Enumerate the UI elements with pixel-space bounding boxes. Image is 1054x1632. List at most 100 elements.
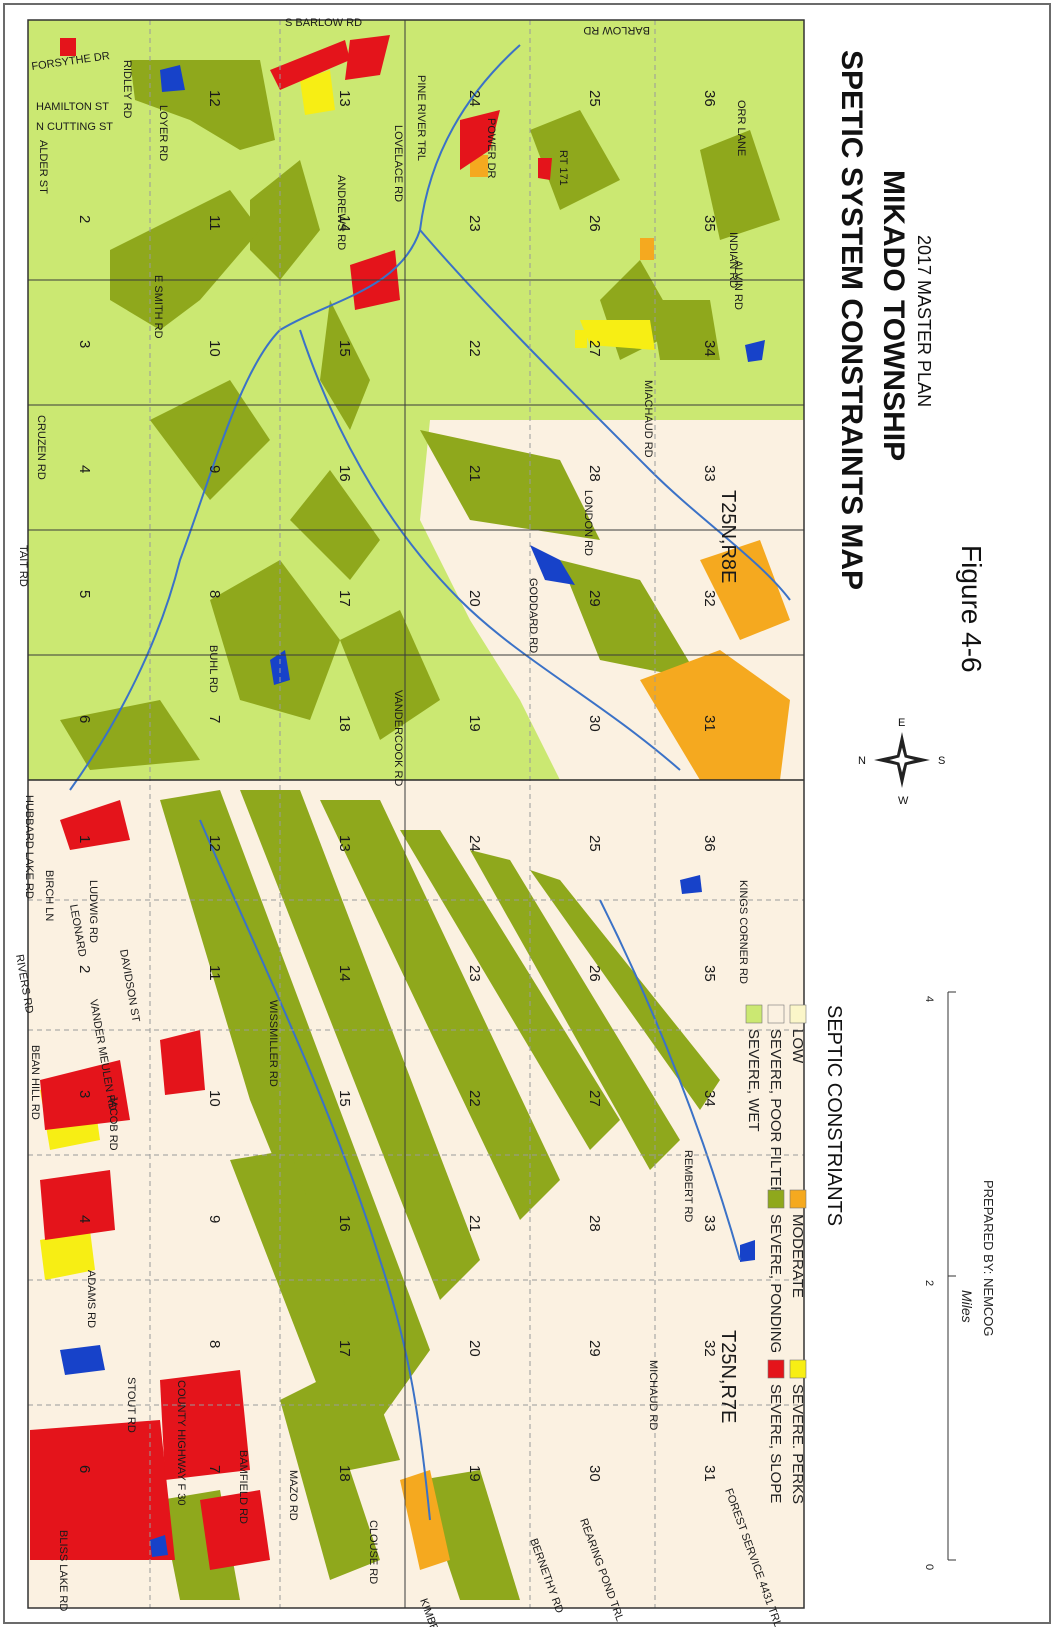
road-label: ORR LANE <box>735 100 747 156</box>
section-number: 16 <box>336 465 353 482</box>
road-label: WISSMILLER RD <box>267 1000 279 1087</box>
scale-label-0: 0 <box>923 1564 935 1570</box>
map-plan: 2017 MASTER PLAN <box>914 235 934 407</box>
section-number: 6 <box>76 715 93 723</box>
section-number: 16 <box>336 1215 353 1232</box>
section-number: 27 <box>586 1090 603 1107</box>
road-label: HUBBARD LAKE RD <box>23 795 35 899</box>
section-number: 11 <box>206 215 223 231</box>
compass-west: W <box>898 795 909 807</box>
legend-swatch-wet <box>745 1004 763 1024</box>
section-number: 14 <box>336 965 353 982</box>
section-number: 19 <box>466 1465 483 1482</box>
section-number: 18 <box>336 1465 353 1482</box>
road-label: HAMILTON ST <box>36 101 109 113</box>
road-label: LOVELACE RD <box>392 125 404 202</box>
section-number: 10 <box>206 340 223 357</box>
section-number: 7 <box>206 715 223 723</box>
section-number: 20 <box>466 1340 483 1357</box>
section-number: 31 <box>701 715 718 732</box>
map-subtitle: MIKADO TOWNSHIP <box>877 170 910 461</box>
section-number: 17 <box>336 590 353 607</box>
section-number: 5 <box>76 590 93 598</box>
compass-south: S <box>938 755 945 767</box>
section-number: 20 <box>466 590 483 607</box>
section-number: 8 <box>206 590 223 598</box>
legend-label-wet: SEVERE, WET <box>745 1029 762 1132</box>
section-number: 26 <box>586 965 603 982</box>
section-number: 28 <box>586 465 603 482</box>
road-label: ADAMS RD <box>85 1270 97 1328</box>
title-block: SPETIC SYSTEM CONSTRAINTS MAP MIKADO TOW… <box>835 50 987 673</box>
section-number: 4 <box>76 465 93 473</box>
legend-label-low: LOW <box>789 1029 806 1064</box>
compass-star-inner <box>886 744 918 776</box>
section-number: 2 <box>76 965 93 973</box>
road-label: MAZO RD <box>287 1470 299 1521</box>
section-number: 12 <box>206 90 223 107</box>
section-number: 8 <box>206 1340 223 1348</box>
road-label: ALVIN RD <box>732 260 744 310</box>
legend-swatch-ponding <box>767 1189 785 1209</box>
compass-rose: N E S W <box>858 717 945 807</box>
prepared-by: PREPARED BY: NEMCOG <box>981 1180 996 1337</box>
section-number: 29 <box>586 1340 603 1357</box>
section-number: 15 <box>336 1090 353 1107</box>
section-number: 18 <box>336 715 353 732</box>
legend-label-slope: SEVERE, SLOPE <box>767 1384 784 1503</box>
section-number: 2 <box>76 215 93 223</box>
legend-swatch-moderate <box>789 1189 807 1209</box>
road-label: ANDREWS RD <box>335 175 347 250</box>
road-label: ALDER ST <box>37 140 49 194</box>
section-number: 32 <box>701 590 718 607</box>
slope-zones <box>30 35 552 1570</box>
road-label: RIDLEY RD <box>121 60 133 119</box>
section-number: 1 <box>76 835 93 843</box>
road-label: BIRCH LN <box>43 870 55 921</box>
compass-north: N <box>858 755 866 767</box>
scale-label-2: 2 <box>923 1280 935 1286</box>
road-label: PINE RIVER TRL <box>415 75 427 161</box>
road-label: COUNTY HIGHWAY F 30 <box>175 1380 187 1506</box>
section-number: 33 <box>701 465 718 482</box>
road-label: CRUZEN RD <box>35 415 47 480</box>
section-grid <box>28 20 804 1608</box>
legend: SEPTIC CONSTRIANTS LOW SEVERE, POOR FILT… <box>745 1004 845 1504</box>
section-number: 12 <box>206 835 223 852</box>
scale-unit: Miles <box>959 1290 975 1323</box>
legend-label-poor-filter: SEVERE, POOR FILTER <box>767 1029 784 1197</box>
scale-label-4: 4 <box>923 996 935 1002</box>
legend-label-ponding: SEVERE, PONDING <box>767 1214 784 1353</box>
road-label: JACOB RD <box>107 1095 119 1151</box>
section-number: 34 <box>701 1090 718 1107</box>
road-label: REMBERT RD <box>682 1150 694 1222</box>
road-label: POWER DR <box>485 118 497 179</box>
water-bodies <box>60 65 765 1557</box>
road-label: BLISS LAKE RD <box>57 1530 69 1611</box>
road-label: LUDWIG RD <box>87 880 99 943</box>
section-number: 25 <box>586 835 603 852</box>
road-label: CLOUSE RD <box>367 1520 379 1584</box>
road-label: BUHL RD <box>207 645 219 693</box>
section-number: 4 <box>76 1215 93 1223</box>
section-number: 9 <box>206 465 223 473</box>
road-label: BAMFIELD RD <box>237 1450 249 1524</box>
section-number: 35 <box>701 215 718 232</box>
section-number: 36 <box>701 835 718 852</box>
section-number: 10 <box>206 1090 223 1107</box>
section-number: 34 <box>701 340 718 357</box>
section-number: 28 <box>586 1215 603 1232</box>
section-number: 26 <box>586 215 603 232</box>
legend-label-moderate: MODERATE <box>789 1214 806 1298</box>
road-label: TAIT RD <box>17 545 29 587</box>
road-label: GODDARD RD <box>527 578 539 653</box>
legend-swatch-poor-filter <box>767 1004 785 1024</box>
legend-column-1: LOW SEVERE, POOR FILTER SEVERE, WET <box>745 1004 807 1197</box>
section-number: 22 <box>466 340 483 357</box>
section-number: 3 <box>76 340 93 348</box>
road-label: STOUT RD <box>125 1377 137 1433</box>
section-number: 23 <box>466 215 483 232</box>
township-label: T25N,R8E <box>717 490 739 583</box>
section-number: 30 <box>586 1465 603 1482</box>
